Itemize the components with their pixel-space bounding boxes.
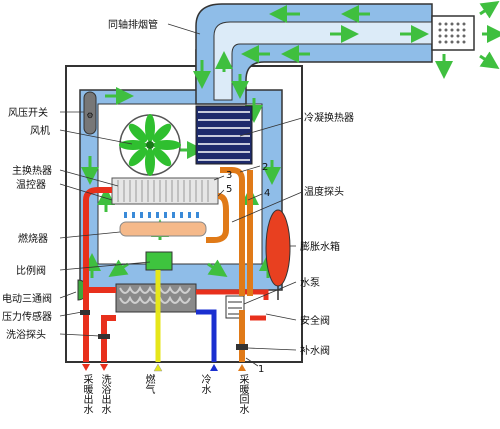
label-pressure-sensor: 压力传感器 [2,310,52,323]
coaxial-flue [195,3,475,105]
number-5: 5 [226,184,232,195]
bottom-label-heat-return: 采暖回水 [237,374,248,414]
air-pressure-switch [83,91,97,135]
label-temp-probe: 温度探头 [304,185,344,198]
bottom-label-bath-out: 洗浴出水 [99,374,110,414]
flue-terminal [431,15,475,51]
burner [119,221,207,237]
bottom-label-gas: 燃气 [143,374,154,394]
svg-text:⚙: ⚙ [86,111,93,120]
hot-loop-pipe [196,289,269,321]
return-pipe [206,167,253,362]
label-thermostat: 温控器 [16,178,46,191]
bottom-label-heat-out: 采暖出水 [81,374,92,414]
label-main-hx: 主换热器 [12,164,52,177]
bottom-label-water: 冷水 [199,374,210,394]
proportional-valve [145,251,173,271]
pressure-sensor [80,310,90,315]
bottom-markers [82,363,246,372]
cold-water-pipe [196,309,217,362]
label-burner: 燃烧器 [18,232,48,245]
main-heat-exchanger [111,177,219,218]
label-fan: 风机 [30,124,50,137]
label-flue: 同轴排烟管 [108,18,158,31]
leader-lines [59,23,303,367]
label-safety-valve: 安全阀 [300,314,330,327]
number-2: 2 [262,162,268,173]
number-3: 3 [226,170,232,181]
number-1: 1 [258,364,264,375]
label-refill-valve: 补水阀 [300,344,330,357]
label-three-way-valve: 电动三通阀 [2,292,52,305]
refill-valve [236,344,248,350]
number-4: 4 [264,188,270,199]
label-air-switch: 风压开关 [8,106,48,119]
heating-supply-pipe [83,187,116,362]
label-expansion-tank: 膨胀水箱 [300,240,340,253]
bath-outlet-pipe [101,315,116,362]
label-pump: 水泵 [300,277,320,289]
airflow-arrows [81,1,500,278]
label-cond-hx: 冷凝换热器 [304,111,354,124]
fan [119,114,181,176]
bath-probe-sensor [98,334,110,339]
label-bath-probe: 洗浴探头 [6,328,46,341]
expansion-tank [265,209,291,287]
label-proportional-valve: 比例阀 [16,264,46,277]
